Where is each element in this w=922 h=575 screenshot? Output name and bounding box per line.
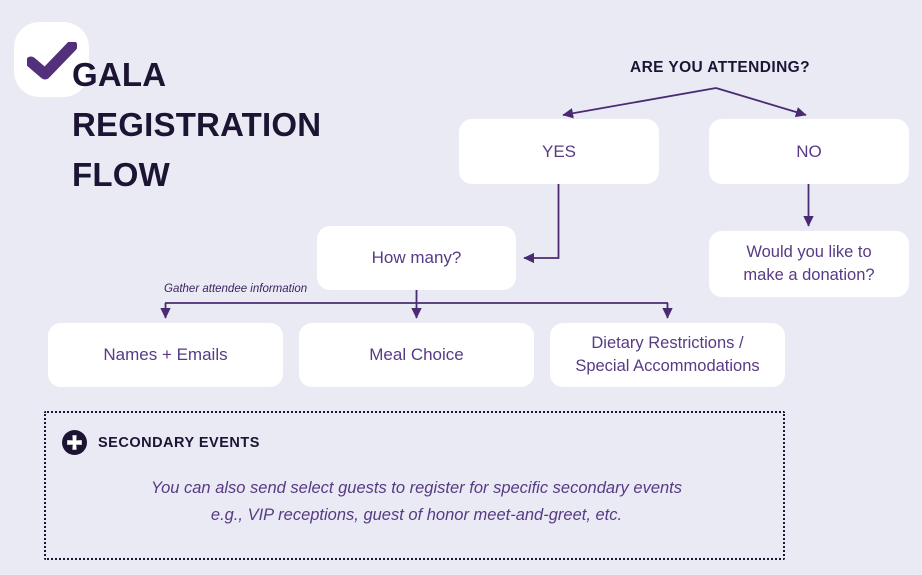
flow-node-meal-choice[interactable]: Meal Choice (299, 323, 534, 387)
flow-node-names-emails-label: Names + Emails (103, 345, 228, 364)
flow-node-donation-line-1: Would you like to (746, 243, 872, 261)
flow-node-how-many[interactable]: How many? (317, 226, 516, 290)
flow-node-how-many-label: How many? (371, 248, 462, 267)
flow-node-yes-label: YES (541, 141, 577, 161)
flow-node-donation-label: Would you like to make a donation? (743, 241, 874, 287)
page-title-line-3: FLOW (72, 156, 170, 193)
secondary-events-body: You can also send select guests to regis… (76, 475, 757, 529)
brand-header: GALA REGISTRATION FLOW (14, 22, 374, 202)
flow-node-dietary-line-2: Special Accommodations (575, 357, 760, 375)
connector-question-to-no (715, 87, 807, 118)
flow-node-no-label: NO (796, 141, 822, 161)
secondary-events-header: SECONDARY EVENTS (62, 430, 260, 455)
connector-yes-to-how-many (523, 184, 560, 264)
flow-node-donation[interactable]: Would you like to make a donation? (709, 231, 909, 297)
checkmark-icon (27, 42, 77, 80)
secondary-events-callout: SECONDARY EVENTS You can also send selec… (44, 411, 785, 560)
flow-node-yes[interactable]: YES (459, 119, 659, 184)
flow-node-dietary-line-1: Dietary Restrictions / (591, 334, 744, 352)
plus-circle-icon (62, 430, 87, 455)
page-title-line-1: GALA (72, 56, 167, 93)
page-title-line-2: REGISTRATION (72, 106, 322, 143)
flow-node-no[interactable]: NO (709, 119, 909, 184)
flow-question-label: ARE YOU ATTENDING? (629, 59, 810, 76)
flow-node-dietary-label: Dietary Restrictions / Special Accommoda… (575, 332, 759, 378)
flow-node-meal-choice-label: Meal Choice (369, 345, 464, 364)
flow-node-donation-line-2: make a donation? (743, 266, 875, 284)
secondary-events-body-line-2: e.g., VIP receptions, guest of honor mee… (210, 506, 623, 524)
secondary-events-body-line-1: You can also send select guests to regis… (150, 479, 683, 497)
connector-question-to-yes (562, 87, 717, 119)
secondary-events-title: SECONDARY EVENTS (98, 434, 260, 451)
flow-node-names-emails[interactable]: Names + Emails (48, 323, 283, 387)
connector-label-gather-attendee-information: Gather attendee information (164, 283, 308, 295)
flow-node-dietary-restrictions[interactable]: Dietary Restrictions / Special Accommoda… (550, 323, 785, 387)
page-title: GALA REGISTRATION FLOW (72, 50, 372, 200)
